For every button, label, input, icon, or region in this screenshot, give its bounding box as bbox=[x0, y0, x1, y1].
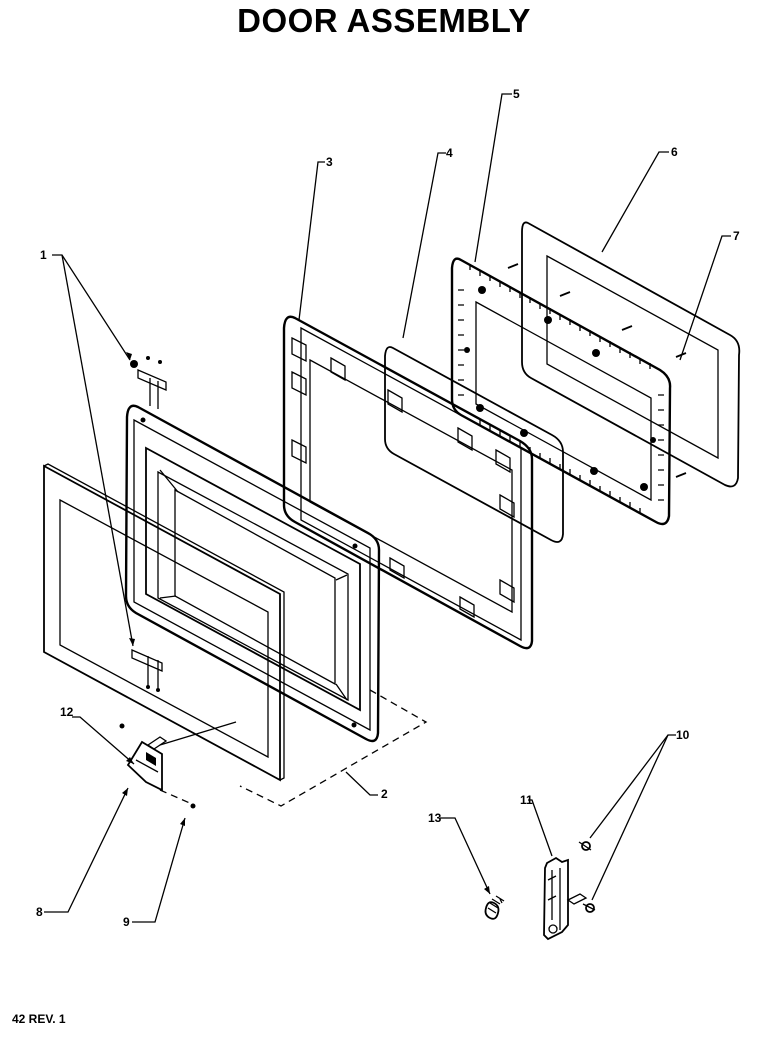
part-2-door-panel bbox=[124, 356, 428, 807]
footer-revision: 42 REV. 1 bbox=[12, 1012, 66, 1026]
part-8-latch bbox=[119, 721, 237, 809]
callout-7: 7 bbox=[733, 229, 740, 243]
callout-5: 5 bbox=[513, 87, 520, 101]
page-title: DOOR ASSEMBLY bbox=[237, 2, 531, 39]
part-5-gasket-frame bbox=[450, 257, 687, 526]
callout-10: 10 bbox=[676, 728, 690, 742]
part-13-spring bbox=[484, 895, 505, 920]
callout-6: 6 bbox=[671, 145, 678, 159]
callout-9: 9 bbox=[123, 915, 130, 929]
part-4-glass-pane bbox=[384, 346, 564, 543]
callout-12: 12 bbox=[60, 705, 74, 719]
front-trim-frame bbox=[43, 463, 285, 782]
callout-labels: 1 2 3 4 5 6 7 8 9 10 11 12 13 bbox=[36, 87, 740, 929]
callout-1: 1 bbox=[40, 248, 47, 262]
callout-11: 11 bbox=[520, 793, 533, 807]
part-3-inner-frame bbox=[282, 315, 534, 650]
callout-4: 4 bbox=[446, 146, 453, 160]
callout-8: 8 bbox=[36, 905, 43, 919]
part-6-glass-panel bbox=[521, 221, 741, 488]
leader-lines bbox=[44, 93, 731, 923]
callout-3: 3 bbox=[326, 155, 333, 169]
callout-2: 2 bbox=[381, 787, 388, 801]
part-11-hinge bbox=[543, 841, 596, 941]
callout-13: 13 bbox=[428, 811, 442, 825]
